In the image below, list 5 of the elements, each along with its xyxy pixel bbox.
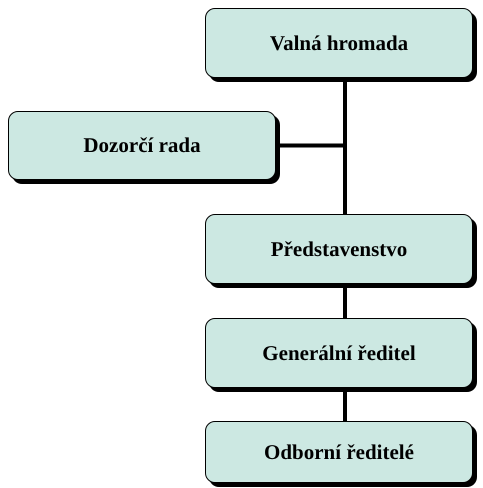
- box-label: Generální ředitel: [262, 340, 416, 366]
- box-label: Dozorčí rada: [83, 133, 201, 158]
- box-label: Odborní ředitelé: [264, 440, 414, 464]
- box-label: Valná hromada: [270, 30, 408, 56]
- box-label: Představenstvo: [270, 236, 408, 262]
